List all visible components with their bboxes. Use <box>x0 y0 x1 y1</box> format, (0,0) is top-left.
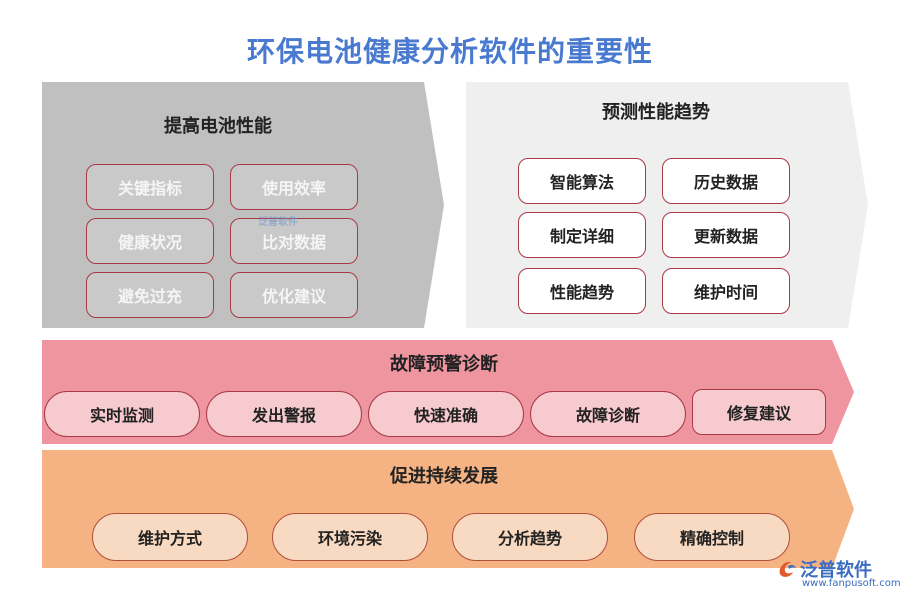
item-repair-advice: 修复建议 <box>692 389 826 435</box>
item-performance-trend: 性能趋势 <box>518 268 646 314</box>
item-fault-diagnosis: 故障诊断 <box>530 391 686 437</box>
item-maintenance-time: 维护时间 <box>662 268 790 314</box>
item-realtime-monitor: 实时监测 <box>44 391 200 437</box>
item-avoid-overcharge: 避免过充 <box>86 272 214 318</box>
item-make-detailed: 制定详细 <box>518 212 646 258</box>
item-update-data: 更新数据 <box>662 212 790 258</box>
item-smart-algorithm: 智能算法 <box>518 158 646 204</box>
item-analysis-trend: 分析趋势 <box>452 513 608 561</box>
page-title: 环保电池健康分析软件的重要性 <box>246 35 653 68</box>
brand-logo: 泛普软件 www.fanpusoft.com <box>776 554 900 594</box>
logo-name: 泛普软件 <box>800 560 872 581</box>
watermark-text: 泛普软件 <box>258 217 298 228</box>
heading-improve-performance: 提高电池性能 <box>164 116 272 137</box>
heading-predict-trends: 预测性能趋势 <box>602 102 710 123</box>
item-health-status: 健康状况 <box>86 218 214 264</box>
logo-swirl-icon <box>779 561 796 577</box>
heading-fault-warning: 故障预警诊断 <box>390 354 498 375</box>
item-usage-efficiency: 使用效率 <box>230 164 358 210</box>
item-history-data: 历史数据 <box>662 158 790 204</box>
item-send-alert: 发出警报 <box>206 391 362 437</box>
item-maintenance-method: 维护方式 <box>92 513 248 561</box>
item-environmental-pollution: 环境污染 <box>272 513 428 561</box>
item-compare-data: 比对数据 <box>230 218 358 264</box>
item-key-indicators: 关键指标 <box>86 164 214 210</box>
item-precise-control: 精确控制 <box>634 513 790 561</box>
item-optimization-advice: 优化建议 <box>230 272 358 318</box>
logo-url: www.fanpusoft.com <box>802 578 900 589</box>
item-fast-accurate: 快速准确 <box>368 391 524 437</box>
heading-sustainable-development: 促进持续发展 <box>390 466 498 487</box>
